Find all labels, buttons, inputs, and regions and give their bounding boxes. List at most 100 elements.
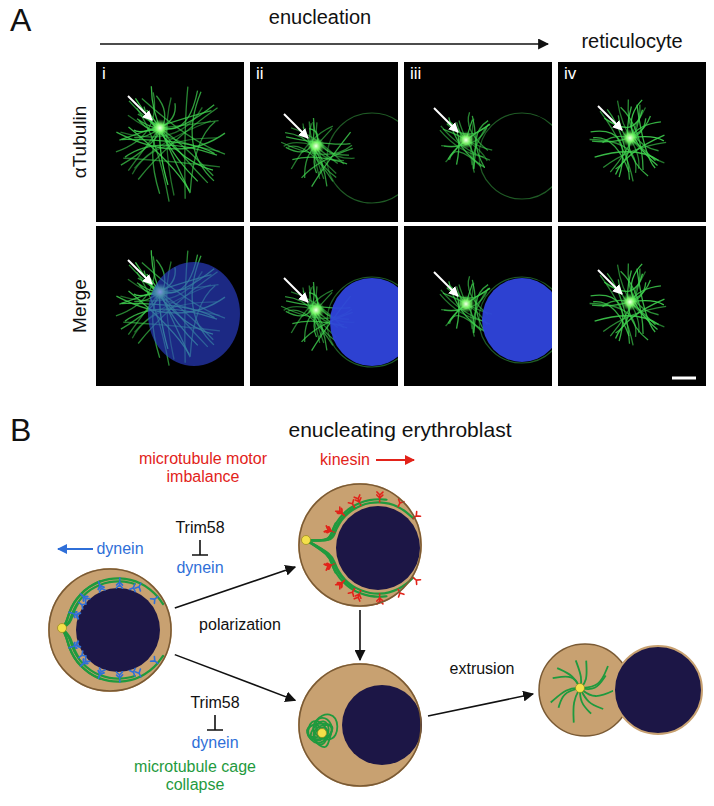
- motor-protein: [324, 526, 332, 532]
- cell-outline-frame: [48, 568, 172, 692]
- cell-outline-frame: [298, 663, 422, 787]
- state-label: microtubule motor imbalance: [128, 450, 278, 487]
- microtubule: [306, 540, 336, 573]
- motor-protein: [81, 659, 88, 666]
- motor-protein: [79, 602, 86, 608]
- membrane-outline: [479, 277, 552, 363]
- microtubule: [62, 628, 135, 679]
- motor-protein: [337, 508, 344, 515]
- centrosome-dot: [58, 624, 67, 633]
- micrograph-background: [558, 226, 706, 386]
- motor-protein: [130, 584, 136, 592]
- micrograph-background: [96, 62, 244, 222]
- microtubule: [306, 540, 413, 594]
- protein-label: Trim58: [175, 519, 224, 537]
- dynein-direction-arrow: [58, 548, 93, 550]
- microtubule-fiber: [441, 126, 490, 160]
- microtubule-fiber: [449, 281, 485, 331]
- motor-protein: [73, 641, 81, 647]
- microtubule-fiber: [603, 142, 666, 167]
- motor-protein: [81, 594, 88, 601]
- pointer-arrow: [128, 260, 152, 284]
- membrane-outline: [479, 113, 552, 199]
- microtubule-fiber: [285, 297, 327, 351]
- micrograph-panel: [404, 62, 552, 222]
- stage-label: enucleation: [269, 6, 371, 29]
- micrograph-panel: [96, 62, 244, 222]
- cell-nucleus: [336, 506, 420, 590]
- centrosome-spot: [457, 295, 475, 313]
- motor-protein: [98, 582, 104, 590]
- centrosome-spot: [307, 137, 325, 155]
- centrosome-dot: [302, 536, 311, 545]
- motor-protein: [73, 613, 81, 619]
- scale-bar: [672, 377, 696, 380]
- nucleus-stain: [330, 278, 398, 366]
- panel-numeral: iv: [564, 64, 576, 84]
- microtubule-fiber: [137, 108, 169, 201]
- micrograph-background: [558, 62, 706, 222]
- micrograph-background: [250, 62, 398, 222]
- microtubule-fiber: [185, 87, 188, 199]
- microtubule-fiber: [151, 86, 197, 181]
- motor-label: dynein: [96, 540, 143, 558]
- centrosome-spot: [457, 131, 475, 149]
- micrograph-panel: [250, 226, 398, 386]
- motor-protein: [348, 500, 354, 508]
- microtubule: [306, 540, 387, 597]
- protein-label: dynein: [176, 559, 223, 577]
- microtubule-fiber: [603, 306, 666, 331]
- centrosome-spot: [151, 119, 169, 137]
- motor-protein: [130, 668, 136, 676]
- row-label: αTubulin: [69, 106, 91, 179]
- microtubule: [306, 540, 355, 589]
- cell-state: microtubule cage collapse: [298, 663, 422, 787]
- pointer-arrow: [128, 96, 152, 120]
- state-label: microtubule cage collapse: [120, 758, 270, 795]
- centrosome-spot: [621, 129, 639, 147]
- micrograph-panel: [558, 226, 706, 386]
- cell-membrane: [49, 569, 171, 691]
- microtubule: [62, 628, 163, 682]
- motor-protein: [377, 492, 383, 499]
- motor-protein: [324, 564, 332, 570]
- cell-membrane: [299, 664, 421, 786]
- microtubule: [62, 578, 163, 628]
- transition-arrow: [175, 655, 295, 701]
- nucleus-stain: [148, 262, 240, 366]
- stage-label: reticulocyte: [581, 30, 682, 53]
- motor-protein: [337, 581, 344, 588]
- cell-nucleus: [76, 588, 160, 672]
- cell-cytoplasm: [298, 663, 422, 787]
- process-label: extrusion: [450, 660, 515, 678]
- microtubule-fiber: [449, 117, 485, 167]
- microtubule: [62, 628, 79, 658]
- row-label: Merge: [69, 279, 91, 333]
- microtubule: [306, 499, 387, 540]
- microtubule: [62, 581, 135, 628]
- motor-protein: [79, 651, 86, 657]
- microtubule: [573, 688, 580, 723]
- extrusion-arrow: [428, 694, 533, 716]
- microtubule: [306, 507, 355, 540]
- panel-title: enucleating erythroblast: [289, 418, 512, 442]
- microtubule: [62, 581, 100, 628]
- cell-state: dynein: [48, 568, 172, 692]
- inhibition-bar: [192, 540, 208, 555]
- motor-protein: [354, 593, 360, 601]
- centrosome-spot: [621, 293, 639, 311]
- protein-label: Trim58: [190, 694, 239, 712]
- micrograph-panel: [558, 62, 706, 222]
- microtubule-fiber: [448, 124, 490, 159]
- micrograph-panel: [96, 226, 244, 386]
- motor-protein: [413, 578, 420, 585]
- transition-arrow: [359, 610, 361, 660]
- membrane-outline: [327, 277, 398, 367]
- microtubule: [306, 502, 413, 540]
- microtubule: [306, 524, 336, 541]
- panel-numeral: iii: [410, 64, 421, 84]
- collapsed-microtubule: [316, 718, 332, 739]
- cell-cytoplasm: [298, 483, 422, 607]
